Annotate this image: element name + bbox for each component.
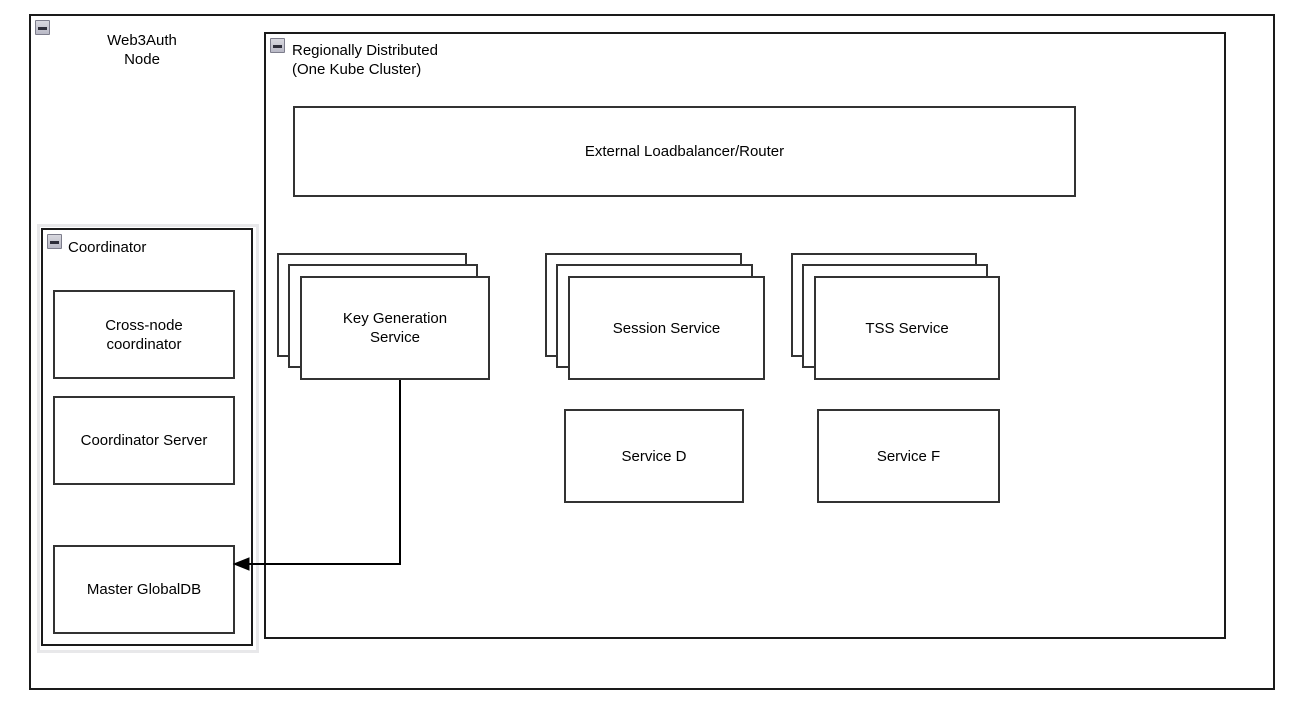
node-label-cross-node-coordinator: Cross-node coordinator bbox=[105, 316, 183, 353]
stack-layer-front[interactable]: Session Service bbox=[568, 276, 765, 380]
stack-key-generation-service[interactable]: Key Generation Service bbox=[277, 253, 490, 380]
container-title-kube-cluster: Regionally Distributed (One Kube Cluster… bbox=[292, 42, 438, 78]
node-cross-node-coordinator[interactable]: Cross-node coordinator bbox=[53, 290, 235, 379]
node-label-master-globaldb: Master GlobalDB bbox=[86, 581, 202, 598]
stack-layer-front[interactable]: TSS Service bbox=[814, 276, 1000, 380]
node-external-loadbalancer-router[interactable]: External Loadbalancer/Router bbox=[293, 106, 1076, 197]
node-label-tss-service: TSS Service bbox=[865, 319, 949, 337]
node-label-service-f: Service F bbox=[876, 447, 941, 465]
node-service-d[interactable]: Service D bbox=[564, 409, 744, 503]
stack-layer-front[interactable]: Key Generation Service bbox=[300, 276, 490, 380]
container-title-coordinator: Coordinator bbox=[68, 239, 147, 256]
node-master-globaldb[interactable]: Master GlobalDB bbox=[53, 545, 235, 634]
node-label-external-loadbalancer-router: External Loadbalancer/Router bbox=[584, 143, 785, 160]
node-coordinator-server[interactable]: Coordinator Server bbox=[53, 396, 235, 485]
collapse-icon-coordinator[interactable] bbox=[47, 234, 62, 249]
node-label-key-generation-service: Key Generation Service bbox=[342, 310, 448, 346]
node-label-coordinator-server: Coordinator Server bbox=[80, 432, 208, 449]
collapse-icon-web3auth-node[interactable] bbox=[35, 20, 50, 35]
node-service-f[interactable]: Service F bbox=[817, 409, 1000, 503]
stack-tss-service[interactable]: TSS Service bbox=[791, 253, 1000, 380]
collapse-icon-kube-cluster[interactable] bbox=[270, 38, 285, 53]
node-label-service-d: Service D bbox=[621, 447, 687, 465]
container-title-web3auth-node: Web3Auth Node bbox=[107, 32, 177, 68]
stack-session-service[interactable]: Session Service bbox=[545, 253, 765, 380]
node-label-session-service: Session Service bbox=[612, 319, 721, 337]
